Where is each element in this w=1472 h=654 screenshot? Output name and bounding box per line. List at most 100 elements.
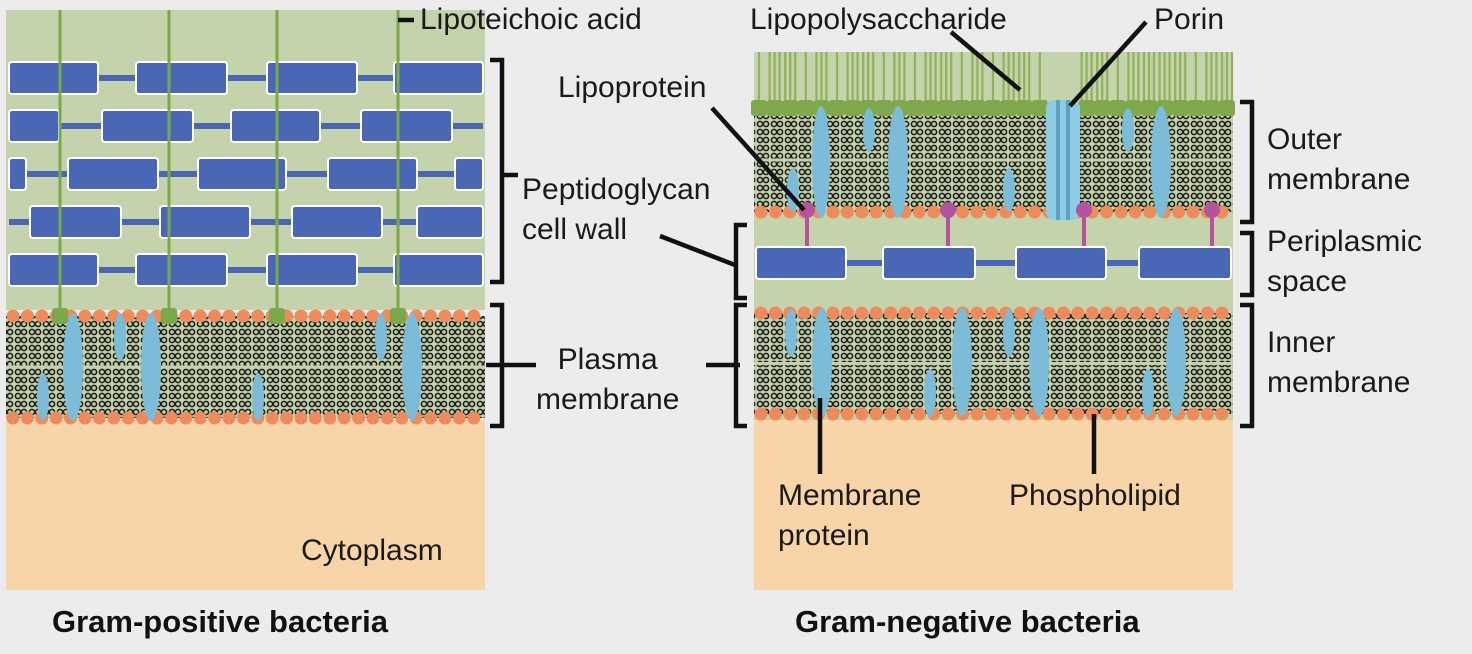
lipoprotein-anchor [1076, 202, 1092, 218]
lipopolysaccharide-core [1172, 100, 1189, 116]
gn-phospholipid-head [1200, 407, 1214, 421]
gp-phospholipid-head [136, 309, 150, 323]
gn-phospholipid-head [1215, 306, 1229, 320]
gn-phospholipid-head [840, 407, 854, 421]
gn-phospholipid-head [768, 306, 782, 320]
lipopolysaccharide-core [1078, 100, 1095, 116]
gp-phospholipid-head [366, 411, 380, 425]
lipopolysaccharide-core [969, 100, 986, 116]
gp-phospholipid-head [121, 309, 135, 323]
gn-phospholipid-head [1071, 306, 1085, 320]
outer-membrane-head [1186, 205, 1200, 219]
gn-phospholipid-head [884, 306, 898, 320]
gp-phospholipid-head [323, 309, 337, 323]
gp-membrane-protein [63, 313, 83, 421]
gp-phospholipid-head [236, 309, 250, 323]
gn-phospholipid-head [1013, 306, 1027, 320]
bracket-peptidoglycan-gp [490, 57, 505, 285]
gn-phospholipid-head [1114, 407, 1128, 421]
lipopolysaccharide-core [985, 100, 1001, 116]
gp-peptidoglycan-strand-2-sugar-block [101, 109, 194, 143]
gp-phospholipid-head [92, 309, 106, 323]
lipopolysaccharide-core [782, 100, 799, 116]
outer-membrane-head [956, 205, 970, 219]
gn-phospholipid-head [1100, 407, 1114, 421]
label-inner-membrane: Inner membrane [1267, 326, 1411, 399]
gp-peptidoglycan-strand-1-sugar-block [135, 61, 228, 95]
outer-membrane-protein [863, 108, 875, 152]
label-peptidoglycan-cell-wall: Peptidoglycan cell wall [522, 173, 711, 246]
gn-phospholipid-head [927, 306, 941, 320]
outer-membrane-protein [1151, 106, 1171, 218]
gp-phospholipid-head [337, 309, 351, 323]
lipopolysaccharide-core [938, 100, 955, 116]
gn-phospholipid-head [912, 407, 926, 421]
lipopolysaccharide-core [829, 100, 845, 116]
gp-phospholipid-head [251, 309, 265, 323]
lipopolysaccharide-core [1094, 100, 1111, 116]
outer-membrane-head [1143, 205, 1157, 219]
gp-phospholipid-head [20, 309, 34, 323]
gn-phospholipid-head [1071, 407, 1085, 421]
gp-phospholipid-head [467, 411, 481, 425]
gp-phospholipid-head [352, 309, 366, 323]
gn-phospholipid-head [999, 407, 1013, 421]
gp-phospholipid-head [6, 411, 20, 425]
leader-porin [1068, 20, 1148, 108]
gp-phospholipid-head [265, 411, 279, 425]
gn-phospholipid-head [1157, 407, 1171, 421]
gn-phospholipid-head [1042, 407, 1056, 421]
outer-membrane-head [869, 205, 883, 219]
gn-phospholipid-head [912, 306, 926, 320]
gn-phospholipid-head [984, 407, 998, 421]
gp-phospholipid-head [424, 411, 438, 425]
gp-membrane-protein [252, 373, 264, 421]
outer-membrane-protein [888, 106, 908, 218]
outer-membrane-head [1028, 205, 1042, 219]
gp-phospholipid-head [107, 411, 121, 425]
gp-phospholipid-head [179, 309, 193, 323]
label-cytoplasm: Cytoplasm [301, 534, 443, 567]
gp-phospholipid-head [308, 309, 322, 323]
gp-membrane-protein [114, 313, 126, 361]
gp-phospholipid-head [136, 411, 150, 425]
gn-cytoplasm [754, 420, 1233, 590]
outer-membrane-head [768, 205, 782, 219]
leader-lipoprotein [710, 106, 806, 212]
label-lipoteichoic-acid: Lipoteichoic acid [420, 3, 642, 36]
gp-phospholipid-head [222, 309, 236, 323]
gn-phospholipid-head [855, 407, 869, 421]
outer-membrane-head [855, 205, 869, 219]
gp-peptidoglycan-strand-3-sugar-block [8, 157, 27, 191]
lipopolysaccharide-core [844, 100, 861, 116]
label-membrane-protein: Membrane protein [778, 479, 922, 552]
gn-membrane-protein [812, 308, 832, 416]
outer-membrane-head [1100, 205, 1114, 219]
lipoteichoic-acid-anchor [161, 308, 177, 324]
gn-phospholipid-head [898, 306, 912, 320]
gn-phospholipid-head [768, 407, 782, 421]
gp-peptidoglycan-strand-1-sugar-block [266, 61, 358, 95]
gp-phospholipid-head [208, 411, 222, 425]
lipopolysaccharide-core [1187, 100, 1204, 116]
lipopolysaccharide-core [922, 100, 939, 116]
gn-phospholipid-head [970, 407, 984, 421]
label-plasma-membrane: Plasma membrane [536, 343, 680, 416]
label-phospholipid: Phospholipid [1009, 479, 1181, 512]
gp-phospholipid-head [366, 309, 380, 323]
label-lipoprotein: Lipoprotein [558, 71, 707, 104]
gp-membrane-protein [37, 373, 49, 421]
lipopolysaccharide-core [766, 100, 783, 116]
porin-channel-stripe [1056, 100, 1060, 220]
bracket-inner-membrane [1240, 302, 1255, 429]
gp-phospholipid-head [35, 309, 49, 323]
gn-phospholipid-head [1100, 306, 1114, 320]
outer-membrane-head [970, 205, 984, 219]
gn-phospholipid-head [754, 306, 768, 320]
gp-peptidoglycan-strand-5-sugar-block [266, 253, 358, 287]
gn-phospholipid-head [840, 306, 854, 320]
gp-phospholipid-head [380, 411, 394, 425]
gram-positive-panel [6, 10, 485, 590]
gp-phospholipid-head [49, 411, 63, 425]
